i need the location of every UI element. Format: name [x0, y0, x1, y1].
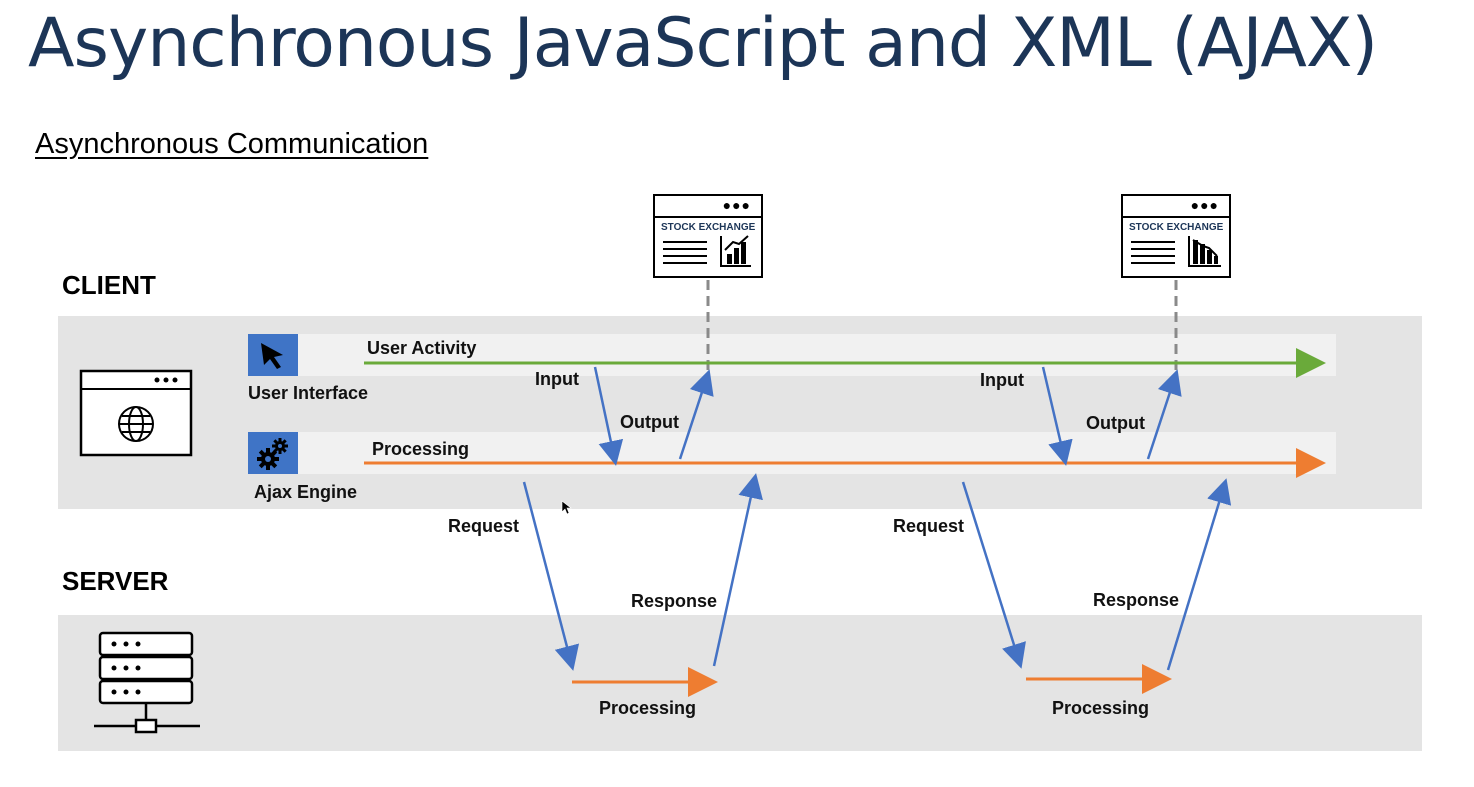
server-label: SERVER: [62, 566, 169, 596]
stock-screen-title-2: STOCK EXCHANGE: [1129, 222, 1224, 233]
stock-chart-icon: [663, 235, 751, 267]
cursor-icon: [248, 334, 298, 376]
ajax-engine-label: Ajax Engine: [254, 482, 358, 502]
browser-globe-icon: [79, 369, 193, 457]
stock-exchange-screen-1: ●●● STOCK EXCHANGE: [653, 194, 763, 278]
request-arrow-2: [961, 481, 1026, 669]
processing-label: Processing: [372, 439, 470, 459]
response-label-1: Response: [631, 591, 718, 611]
input-label-2: Input: [980, 370, 1024, 390]
stock-chart-icon: [1131, 236, 1221, 267]
stock-exchange-screen-2: ●●● STOCK EXCHANGE: [1121, 194, 1231, 278]
output-arrow-1: [678, 369, 714, 460]
user-interface-label: User Interface: [248, 383, 369, 403]
server-processing-label-1: Processing: [599, 698, 697, 718]
server-band: [58, 615, 1422, 751]
server-icon: [94, 631, 200, 734]
user-activity-label: User Activity: [367, 338, 477, 358]
mouse-cursor-icon: [561, 500, 572, 515]
response-arrow-2: [1166, 478, 1232, 671]
server-processing-label-2: Processing: [1052, 698, 1150, 718]
output-label-1: Output: [620, 412, 679, 432]
request-label-1: Request: [448, 516, 520, 536]
user-activity-lane: [248, 334, 1336, 376]
input-label-1: Input: [535, 369, 579, 389]
client-label: CLIENT: [62, 270, 156, 300]
response-label-2: Response: [1093, 590, 1180, 610]
input-arrow-2: [1041, 366, 1073, 466]
response-arrow-1: [712, 473, 763, 667]
request-arrow-1: [522, 481, 580, 671]
output-arrow-2: [1146, 369, 1182, 460]
section-subtitle: Asynchronous Communication: [35, 128, 429, 160]
input-arrow-1: [593, 366, 624, 466]
output-label-2: Output: [1086, 413, 1145, 433]
gears-icon: [248, 432, 298, 474]
request-label-2: Request: [893, 516, 965, 536]
page-title: Asynchronous JavaScript and XML (AJAX): [28, 4, 1378, 83]
stock-screen-title-1: STOCK EXCHANGE: [661, 222, 756, 233]
